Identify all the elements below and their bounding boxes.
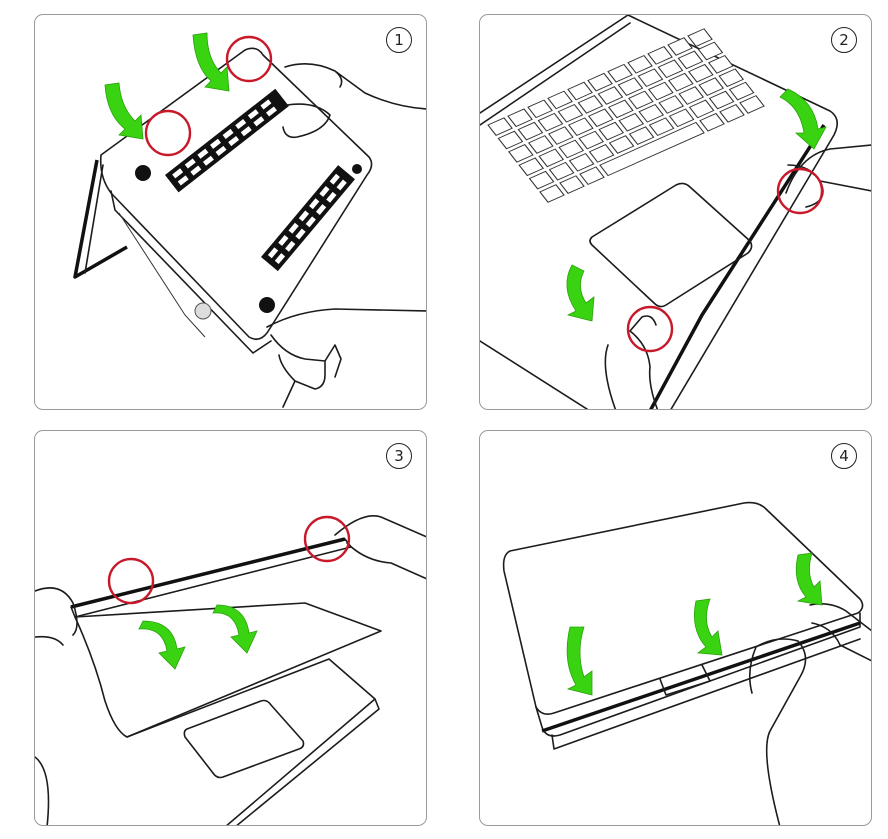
step-2-panel: 2 — [479, 14, 872, 410]
hand-right — [809, 603, 871, 662]
top-shell-edge — [70, 537, 346, 609]
closed-lid-top — [502, 501, 864, 715]
rubber-foot — [135, 165, 151, 181]
laptop-base — [480, 15, 838, 409]
clip-highlight-circle — [225, 35, 273, 83]
clip-highlight-circle — [776, 167, 824, 215]
press-arrow — [779, 88, 827, 150]
hand-right — [334, 515, 426, 580]
press-arrow — [566, 626, 593, 696]
press-arrow — [192, 32, 230, 92]
trackpad — [589, 182, 753, 308]
step-3-illustration — [35, 515, 426, 825]
step-4-panel: 4 — [479, 430, 872, 826]
keyboard — [487, 28, 765, 203]
step-number-badge: 1 — [386, 27, 412, 53]
clip-highlight-circle — [303, 515, 351, 563]
press-arrow — [566, 264, 595, 322]
laptop-lid-edge — [73, 159, 128, 279]
step-3-panel: 3 — [34, 430, 427, 826]
hand-bottom — [748, 638, 807, 825]
hinge-notch — [659, 664, 711, 696]
rubber-foot — [352, 164, 362, 174]
step-number-badge: 4 — [831, 443, 857, 469]
hand-top — [282, 63, 426, 139]
step-number-badge: 3 — [386, 443, 412, 469]
vent-strip — [261, 165, 355, 272]
hand-right — [785, 144, 871, 208]
press-arrow — [138, 620, 186, 670]
vent-strip — [165, 88, 289, 193]
rubber-foot — [259, 297, 275, 313]
laptop-lid — [74, 602, 382, 738]
clip-highlight-circle — [144, 109, 192, 157]
step-4-illustration — [502, 501, 871, 825]
trackpad — [183, 699, 305, 779]
laptop-base — [126, 658, 380, 825]
rubber-foot — [194, 302, 212, 320]
press-arrow — [693, 598, 723, 656]
hand-left-lower — [35, 756, 50, 825]
step-1-illustration — [73, 32, 426, 408]
step-2-illustration — [480, 15, 871, 409]
hand-bottom — [604, 315, 659, 409]
press-arrow — [104, 82, 144, 140]
hand-left — [35, 587, 78, 646]
press-arrow — [212, 604, 258, 654]
clip-highlight-circle — [626, 305, 674, 353]
step-1-panel: 1 — [34, 14, 427, 410]
step-number-badge: 2 — [831, 27, 857, 53]
clip-highlight-circle — [107, 557, 155, 605]
press-arrow — [795, 552, 823, 606]
laptop-bottom-case — [99, 47, 373, 341]
hand-bottom — [266, 308, 426, 408]
